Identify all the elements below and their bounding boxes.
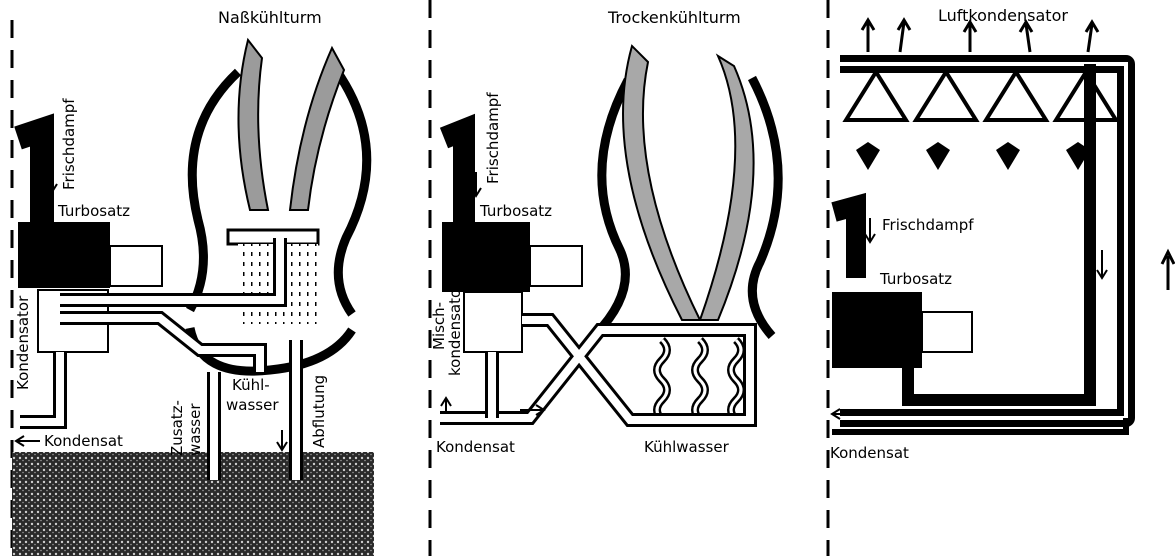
blowdown-label: Abflutung [312,375,327,448]
return-arrow [1162,252,1174,290]
condensate-arrow [16,436,40,446]
panel-wet-cooling-tower: Naßkühlturm Frischdampf Turbosatz Konden… [0,0,400,556]
turbine-label: Turbosatz [58,204,130,219]
generator [922,312,972,352]
plume-right [700,56,754,320]
mixing-condenser-label-1: Misch- [432,302,447,350]
turbine [442,222,530,292]
downflow-arrow [1097,250,1107,278]
mixing-condenser [464,292,522,352]
condensate-arrow [441,398,451,412]
ground [12,452,374,556]
steam-pipe [444,130,464,225]
dry-cooling-tower-drawing [400,0,820,556]
panel-title: Luftkondensator [938,8,1068,24]
air-condenser-drawing [820,0,1175,556]
turbine-label: Turbosatz [880,272,952,287]
tower-left-shell [190,72,238,310]
generator [530,246,582,286]
plume-right [290,48,344,210]
steam-label: Frischdampf [486,92,501,184]
condensate-label: Kondensat [830,446,909,461]
makeup-water-label-2: wasser [188,404,203,457]
turbine-label: Turbosatz [480,204,552,219]
tower-right-shell [336,70,367,314]
mixing-condenser-label-2: kondensator [448,283,463,376]
condensate-label: Kondensat [436,440,515,455]
blowdown-arrow [277,430,287,450]
panel-title: Trockenkühlturm [608,10,741,26]
steam-label: Frischdampf [62,98,77,190]
steam-flow-arrow [865,218,875,242]
panel-title: Naßkühlturm [218,10,322,26]
steam-pipe [18,130,42,225]
generator [110,246,162,286]
a-frame-condensers [846,72,1116,120]
plume-left [238,40,268,210]
wet-cooling-tower-drawing [0,0,400,556]
condenser-label: Kondensator [16,296,31,390]
tower-right-shell [752,78,778,336]
condensate-label: Kondensat [44,434,123,449]
steam-label: Frischdampf [882,218,974,233]
turbine [18,222,110,288]
plume-left [623,46,700,320]
steam-pipe [834,206,856,278]
coolant-label-2: wasser [226,398,279,413]
turbine [832,292,922,368]
coolant-label-1: Kühl- [232,378,270,393]
panel-air-condenser: Luftkondensator Frischdampf Turbosatz Ko… [820,0,1175,556]
coolant-label: Kühlwasser [644,440,729,455]
fan-icons [856,142,1090,170]
panel-dry-cooling-tower: Trockenkühlturm Frischdampf Turbosatz Mi… [400,0,820,556]
makeup-water-label-1: Zusatz- [170,400,185,456]
